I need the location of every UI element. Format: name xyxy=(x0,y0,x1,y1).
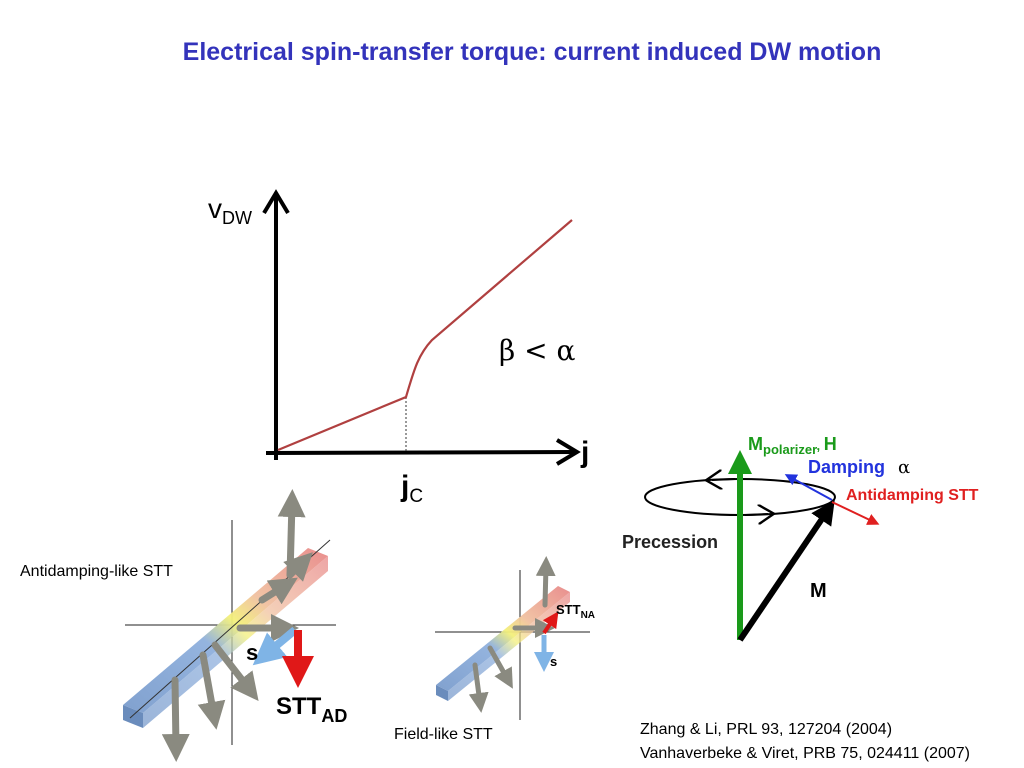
m-polarizer-h-label: Mpolarizer, H xyxy=(748,434,837,457)
big-s-label: s xyxy=(246,640,259,665)
slide-title: Electrical spin-transfer torque: current… xyxy=(182,38,882,66)
antidamping-arrow xyxy=(831,501,880,525)
stt-ad-label-subscript: AD xyxy=(321,706,348,726)
moment-arrow xyxy=(211,641,259,702)
reference-2: Vanhaverbeke & Viret, PRB 75, 024411 (20… xyxy=(640,745,970,762)
moment-arrow xyxy=(487,645,513,689)
spin-s-arrow xyxy=(252,626,298,666)
moment-arrow xyxy=(197,651,226,730)
moment-arrow xyxy=(283,552,313,582)
moment-arrow xyxy=(468,662,489,713)
moment-arrow xyxy=(161,676,190,762)
orbit-direction-arrow xyxy=(712,479,736,480)
small-nanowire-top xyxy=(436,586,570,691)
stt-na-label-main: STT xyxy=(556,602,581,617)
small-s-label: s xyxy=(550,654,558,669)
reference-1: Zhang & Li, PRL 93, 127204 (2004) xyxy=(640,721,893,738)
stt-na-label: STTNA xyxy=(556,602,595,621)
threshold-label-main: j xyxy=(401,470,410,503)
m-label: M xyxy=(810,580,827,602)
m-polarizer-main: M xyxy=(748,434,763,454)
y-axis-arrowhead xyxy=(262,189,290,215)
fieldlike-caption: Field-like STT xyxy=(394,726,493,743)
damping-text: Damping xyxy=(808,457,886,477)
magnetization-arrow xyxy=(737,500,835,642)
beta-alpha-condition: β < α xyxy=(499,334,576,367)
stt-ad-label: STTAD xyxy=(276,693,347,726)
threshold-label: jC xyxy=(401,470,424,507)
precession-label: Precession xyxy=(622,532,719,552)
y-axis-label-main: v xyxy=(208,193,222,224)
x-axis-label: j xyxy=(581,436,590,469)
x-axis-arrowhead xyxy=(555,438,581,466)
stt-na-label-subscript: NA xyxy=(580,610,596,621)
moment-arrow xyxy=(258,577,298,605)
orbit-direction-arrow xyxy=(744,514,768,515)
x-axis xyxy=(265,450,576,455)
h-field-label: H xyxy=(823,434,837,454)
alpha-symbol: α xyxy=(898,457,911,478)
small-nanowire-front xyxy=(436,685,448,701)
big-nanowire-front xyxy=(123,705,143,728)
damping-arrow xyxy=(784,474,833,501)
y-axis-label-subscript: DW xyxy=(222,208,252,228)
damping-label: Damping α xyxy=(808,457,910,478)
antidamping-caption: Antidamping-like STT xyxy=(20,563,173,580)
comma-separator: , xyxy=(816,438,824,453)
y-axis-label: vDW xyxy=(208,193,252,228)
threshold-label-subscript: C xyxy=(409,486,424,507)
stt-ad-label-main: STT xyxy=(276,693,322,720)
velocity-curve xyxy=(277,219,573,452)
moment-arrow xyxy=(535,556,556,608)
m-polarizer-subscript: polarizer xyxy=(763,442,817,457)
antidamping-stt-label: Antidamping STT xyxy=(846,487,979,504)
stt-na-arrow xyxy=(542,611,559,635)
